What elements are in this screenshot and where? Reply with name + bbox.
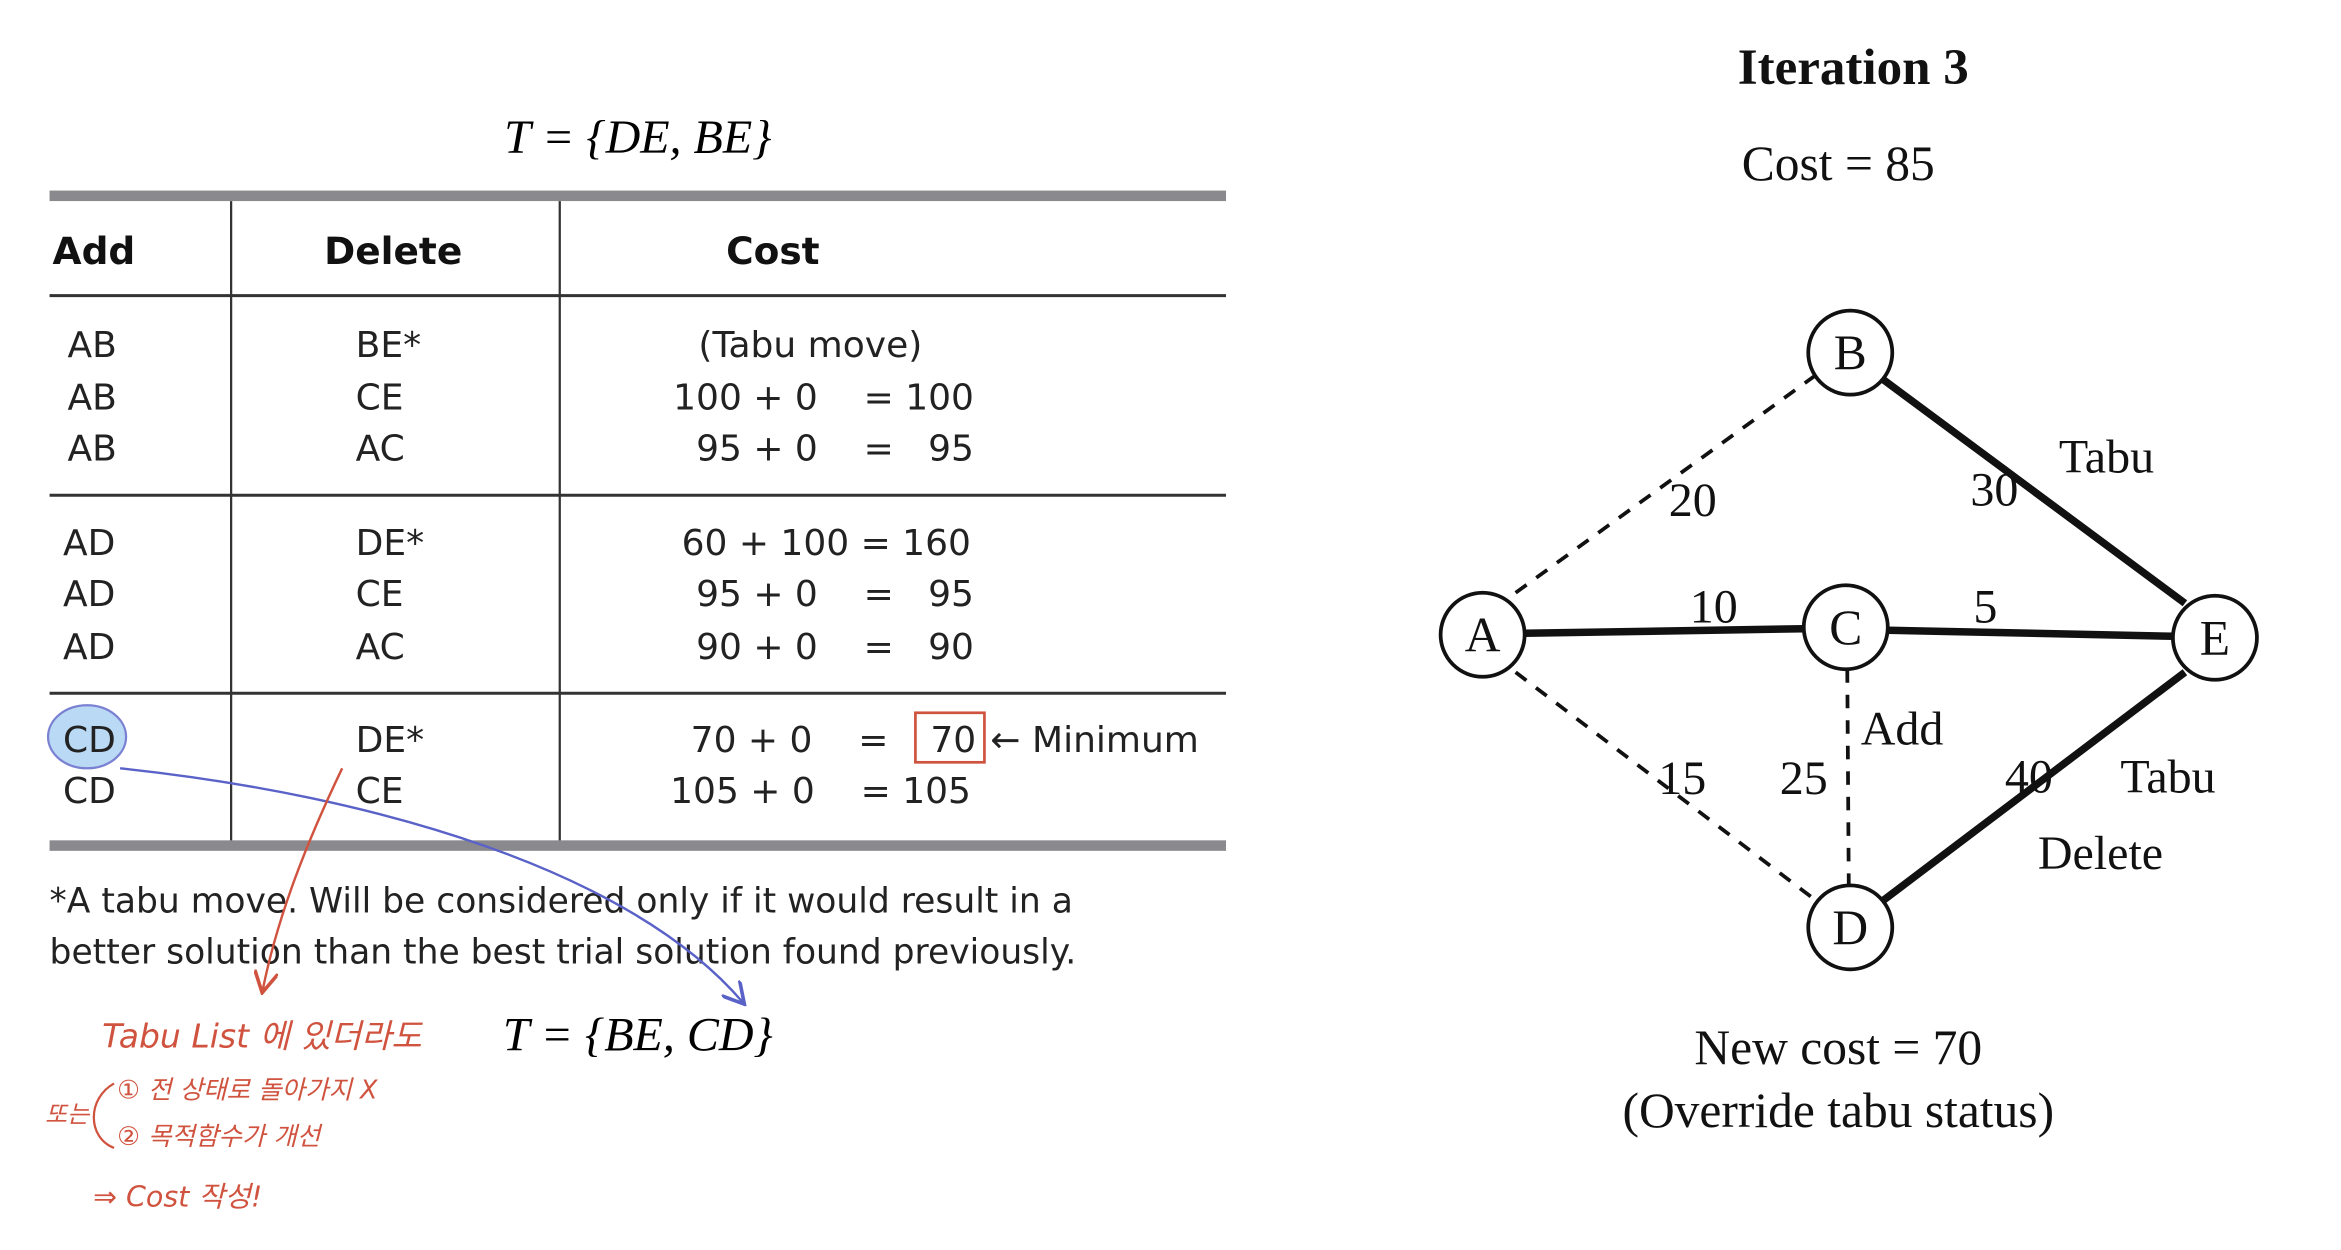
cell-add: AB <box>68 378 117 419</box>
edge-weight: 30 <box>1970 464 2018 517</box>
cell-cost: 100 + 0 = 100 <box>673 378 974 419</box>
graph-title: Iteration 3 <box>1738 40 1969 96</box>
node-label: B <box>1834 325 1867 380</box>
minimum-annotation: ← Minimum <box>990 720 1198 761</box>
note-item: ② 목적함수가 개선 <box>117 1122 323 1152</box>
note-line: Tabu List 에 있더라도 <box>102 1016 423 1055</box>
tabu-list-after: T = {BE, CD} <box>503 1008 773 1061</box>
cell-add: AD <box>63 574 115 615</box>
new-cost: New cost = 70 <box>1694 1020 1982 1075</box>
table-top-rule <box>49 190 1227 202</box>
edge-weight: 10 <box>1690 581 1738 634</box>
edge-note: Tabu <box>2059 431 2154 484</box>
note-prefix: 또는 <box>45 1100 91 1128</box>
cell-cost-boxed: 70 <box>930 720 976 761</box>
brace <box>92 1082 115 1150</box>
highlight-circle <box>46 704 128 770</box>
node-label: E <box>2200 610 2230 665</box>
cell-cost: 60 + 100 = 160 <box>682 523 971 564</box>
cell-cost: 105 + 0 = 105 <box>670 771 971 812</box>
header-cost: Cost <box>726 229 820 273</box>
edge-de <box>1881 669 2188 904</box>
cell-add: AB <box>68 325 117 366</box>
node-e <box>2171 593 2259 682</box>
note-item: ① 전 상태로 돌아가지 X <box>117 1075 378 1105</box>
cell-cost: 95 + 0 = 95 <box>696 574 974 615</box>
cell-add: AD <box>63 523 115 564</box>
node-label: D <box>1832 900 1868 955</box>
edge-note: Add <box>1861 702 1944 755</box>
edge-note: Delete <box>2038 827 2163 880</box>
tabu-list-before: T = {DE, BE} <box>504 111 771 164</box>
edge-weight: 25 <box>1780 752 1828 805</box>
cell-add: AB <box>68 429 117 470</box>
node-c <box>1801 583 1890 672</box>
cell-delete: DE* <box>356 523 424 564</box>
edge-be <box>1881 376 2188 607</box>
node-a <box>1438 590 1527 679</box>
header-delete: Delete <box>324 229 462 273</box>
footnote-line: better solution than the best trial solu… <box>50 932 1077 972</box>
header-add: Add <box>53 229 136 273</box>
edge-cd <box>1845 669 1851 886</box>
edge-note: Tabu <box>2120 750 2215 803</box>
graph-cost: Cost = 85 <box>1742 136 1935 191</box>
cell-delete: AC <box>356 429 405 470</box>
cell-delete: CE <box>356 574 404 615</box>
cell-cost: 90 + 0 = 90 <box>696 627 974 668</box>
cell-delete: CE <box>356 771 404 812</box>
edge-weight: 5 <box>1973 581 1997 634</box>
node-label: A <box>1465 607 1501 662</box>
note-conclusion: ⇒ Cost 작성! <box>93 1180 262 1213</box>
cell-add: CD <box>63 771 116 812</box>
edge-ab <box>1514 373 1817 595</box>
iteration-graph: Iteration 3 Cost = 85 B A C E D 20 <box>1438 40 2259 1138</box>
cell-delete: DE* <box>356 720 424 761</box>
cell-add: CD <box>63 720 116 761</box>
cell-delete: BE* <box>356 325 421 366</box>
edge-ce <box>1887 626 2173 641</box>
cell-cost: (Tabu move) <box>698 325 922 366</box>
edge-ac <box>1524 625 1804 638</box>
override-note: (Override tabu status) <box>1622 1083 2054 1138</box>
node-b <box>1806 308 1895 397</box>
node-d <box>1806 883 1895 972</box>
cell-cost: 95 + 0 = 95 <box>696 429 974 470</box>
red-arrow <box>263 767 344 990</box>
edge-weight: 15 <box>1658 752 1706 805</box>
moves-table: Add Delete Cost AB BE* (Tabu move) AB CE… <box>46 190 1227 972</box>
handwritten-notes: Tabu List 에 있더라도 또는 ① 전 상태로 돌아가지 X ② 목적함… <box>45 1016 423 1213</box>
cell-cost: 70 + 0 = <box>691 720 889 761</box>
cell-add: AD <box>63 627 115 668</box>
minimum-box <box>914 711 986 764</box>
footnote-line: *A tabu move. Will be considered only if… <box>50 881 1073 921</box>
cell-delete: AC <box>356 627 405 668</box>
edge-ad <box>1514 670 1817 902</box>
node-label: C <box>1829 600 1862 655</box>
edge-weight: 40 <box>2005 750 2053 803</box>
table-bottom-rule <box>49 840 1227 851</box>
cell-delete: CE <box>356 378 404 419</box>
edge-weight: 20 <box>1669 474 1717 527</box>
blue-arrow <box>119 767 743 1002</box>
